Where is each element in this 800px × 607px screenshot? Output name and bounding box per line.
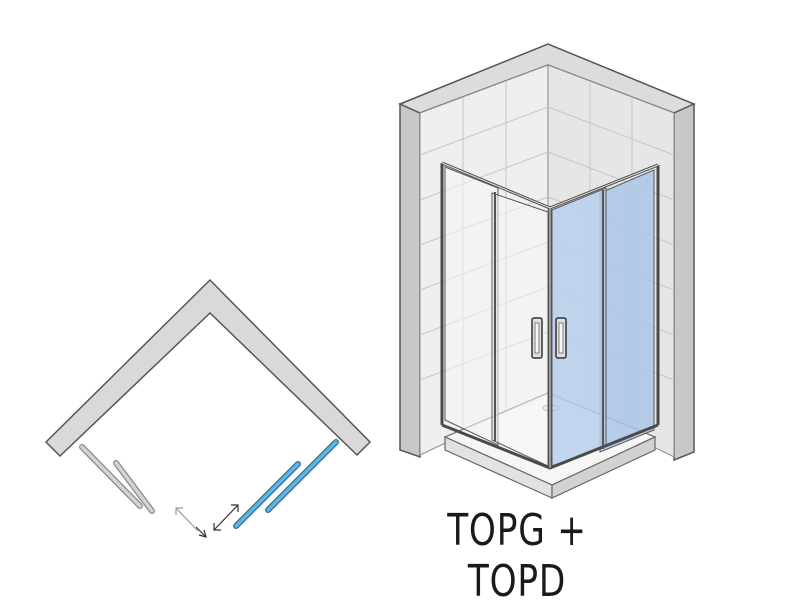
door-handle-icon [531,317,567,359]
shower-enclosure-3d [398,43,696,499]
glass-left-fixed [444,166,499,446]
right-wall-edge [673,102,695,462]
plan-left-doors [79,444,155,514]
left-wall-edge [399,102,421,459]
double-arrow-icon [175,504,239,538]
enclosure-frame-highlight [441,162,659,468]
plan-walls [44,278,372,458]
glass-right-fixed [599,169,655,453]
door-profiles [493,190,605,449]
floor-plan-diagram [44,278,372,538]
plan-right-doors [233,439,339,529]
product-caption: TOPG + TOPD [447,505,587,607]
shower-tray-front-right [551,436,656,499]
